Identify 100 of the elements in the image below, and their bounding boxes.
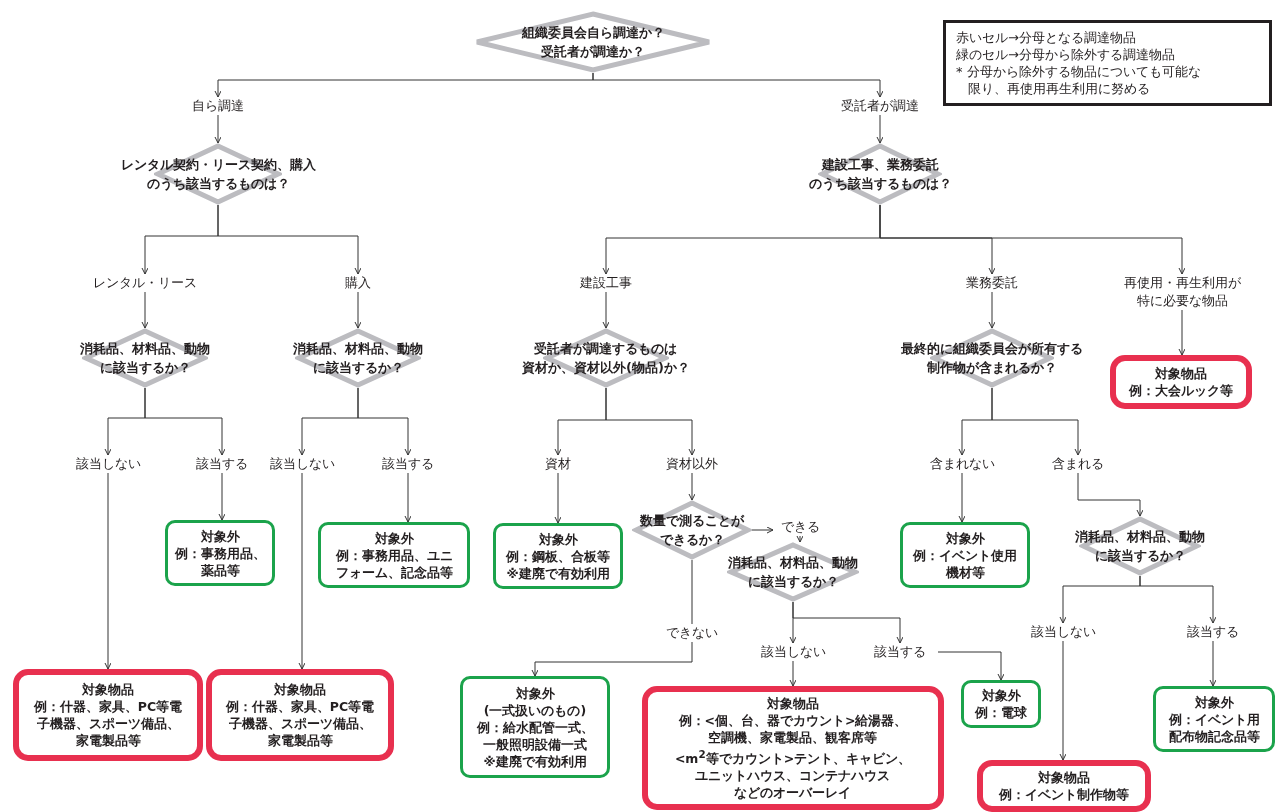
arrow <box>554 472 562 524</box>
box-heading: 対象外 <box>515 684 555 702</box>
question-text: 消耗品、材料品、動物に該当するか？ <box>80 340 210 377</box>
arrow <box>605 387 696 456</box>
box-heading: 対象物品 <box>82 681 134 698</box>
box-text: 例：電球 <box>975 704 1027 721</box>
branch-label: 業務委託 <box>952 274 1032 292</box>
question-text: 最終的に組織委員会が所有する制作物が含まれるか？ <box>901 340 1083 377</box>
box-text: 例：<個、台、器でカウント>給湯器、空調機、家電製品、観客席等 <box>678 711 908 746</box>
arrow <box>958 472 966 523</box>
arrow <box>354 291 362 329</box>
question-text: 数量で測ることができるか？ <box>640 512 744 549</box>
question-text: レンタル契約・リース契約、購入のうち該当するものは？ <box>120 156 316 193</box>
arrow <box>404 472 412 523</box>
question-text: 消耗品、材料品、動物に該当するか？ <box>1075 528 1205 565</box>
branch-label: 該当する <box>1175 623 1251 641</box>
question-text: 消耗品、材料品、動物に該当するか？ <box>293 340 423 377</box>
box-heading: 対象外 <box>538 530 578 548</box>
box-text: 例：イベント使用機材等 <box>913 546 1017 581</box>
box-text: 例：什器、家具、PC等電子機器、スポーツ備品、家電製品等 <box>33 698 183 749</box>
arrow <box>217 204 362 275</box>
question-text: 建設工事、業務委託のうち該当するものは？ <box>808 156 952 193</box>
excluded-item-box <box>460 676 610 778</box>
box-text: 例：事務用品、ユニフォーム、記念品等 <box>335 546 453 581</box>
note-text: * 分母から除外する物品についても可能な限り、再使用再生利用に努める <box>956 63 1202 97</box>
branch-label: 建設工事 <box>566 274 646 292</box>
box-text: 例：事務用品、薬品等 <box>174 544 266 579</box>
arrow <box>751 526 774 534</box>
box-heading: 対象外 <box>374 529 414 547</box>
arrow <box>792 601 904 644</box>
box-heading: 対象物品 <box>274 681 326 698</box>
arrow <box>796 535 804 543</box>
question-text: 受託者が調達するものは資材か、資材以外(物品)か？ <box>522 340 690 377</box>
question-text: 組織委員会自ら調達か？受託者が調達か？ <box>521 24 665 61</box>
target-item-box <box>13 669 203 761</box>
excluded-item-box <box>961 680 1041 728</box>
branch-label: 受託者が調達 <box>825 97 935 115</box>
branch-label: 購入 <box>328 274 388 292</box>
box-heading: 対象外 <box>981 687 1021 704</box>
box-text: 例：イベント制作物等 <box>999 786 1129 803</box>
box-heading: 対象外 <box>1194 693 1234 711</box>
arrow <box>789 660 797 687</box>
arrow <box>688 472 696 501</box>
branch-label: 資材以外 <box>654 455 730 473</box>
target-item-box <box>642 686 944 810</box>
branch-label: 該当しない <box>750 643 836 661</box>
box-text: (一式扱いのもの) <box>483 701 587 719</box>
branch-label: 該当する <box>862 643 938 661</box>
box-text: ※建廃で有効利用 <box>506 564 610 582</box>
box-text: 例：給水配管一式、一般照明設備一式 <box>476 718 594 753</box>
arrow <box>1178 309 1186 356</box>
arrow <box>988 291 996 329</box>
branch-label: 含まれる <box>1040 455 1116 473</box>
arrow <box>1077 472 1144 517</box>
box-heading: 対象外 <box>200 527 240 545</box>
box-text: <m$^{2}$等でカウント>テント、キャビン、ユニットハウス、コンテナハウスなどのオーバーレイ <box>674 746 912 802</box>
excluded-item-box <box>318 522 470 588</box>
branch-label: 該当する <box>370 455 446 473</box>
branch-label: できる <box>773 518 827 536</box>
arrow <box>357 387 412 456</box>
box-text: ※建廃で有効利用 <box>483 752 587 770</box>
branch-label: 再使用・再生利用が特に必要な物品 <box>1107 274 1257 310</box>
arrow <box>298 472 306 670</box>
box-heading: 対象物品 <box>1155 365 1207 382</box>
note-text: 赤いセル→分母となる調達物品 <box>956 29 1137 46</box>
box-text: 例：鋼板、合板等 <box>506 547 610 565</box>
branch-label: 自ら調達 <box>173 97 263 115</box>
question-text: 消耗品、材料品、動物に該当するか？ <box>728 554 858 591</box>
arrow <box>144 387 226 456</box>
arrow <box>218 472 226 521</box>
branch-label: 含まれない <box>919 455 1005 473</box>
arrow <box>531 641 693 677</box>
box-text: 例：什器、家具、PC等電子機器、スポーツ備品、家電製品等 <box>225 698 375 749</box>
arrow <box>214 114 222 144</box>
box-heading: 対象物品 <box>1038 769 1090 786</box>
arrow <box>1059 640 1067 761</box>
arrow <box>104 472 112 670</box>
target-item-box <box>206 669 394 761</box>
branch-label: 該当する <box>184 455 260 473</box>
branch-label: 資材 <box>533 455 583 473</box>
arrow <box>1209 640 1217 687</box>
excluded-item-box <box>165 520 275 586</box>
branch-label: 該当しない <box>1020 623 1106 641</box>
target-item-box <box>1110 355 1252 409</box>
excluded-item-box <box>1153 686 1275 752</box>
arrow <box>991 387 1082 456</box>
arrow <box>876 114 884 144</box>
box-text: 例：大会ルック等 <box>1129 382 1233 399</box>
arrow <box>1139 575 1217 624</box>
box-heading: 対象物品 <box>767 694 819 712</box>
note-text: 緑のセル→分母から除外する調達物品 <box>956 46 1176 63</box>
excluded-item-box <box>493 523 623 589</box>
arrow <box>592 72 884 98</box>
target-item-box <box>977 760 1151 812</box>
box-text: 例：イベント用配布物記念品等 <box>1168 710 1260 745</box>
box-heading: 対象外 <box>945 529 985 547</box>
branch-label: できない <box>654 624 730 642</box>
arrow <box>937 651 1005 681</box>
arrow <box>141 291 149 329</box>
branch-label: レンタル・リース <box>80 274 210 292</box>
